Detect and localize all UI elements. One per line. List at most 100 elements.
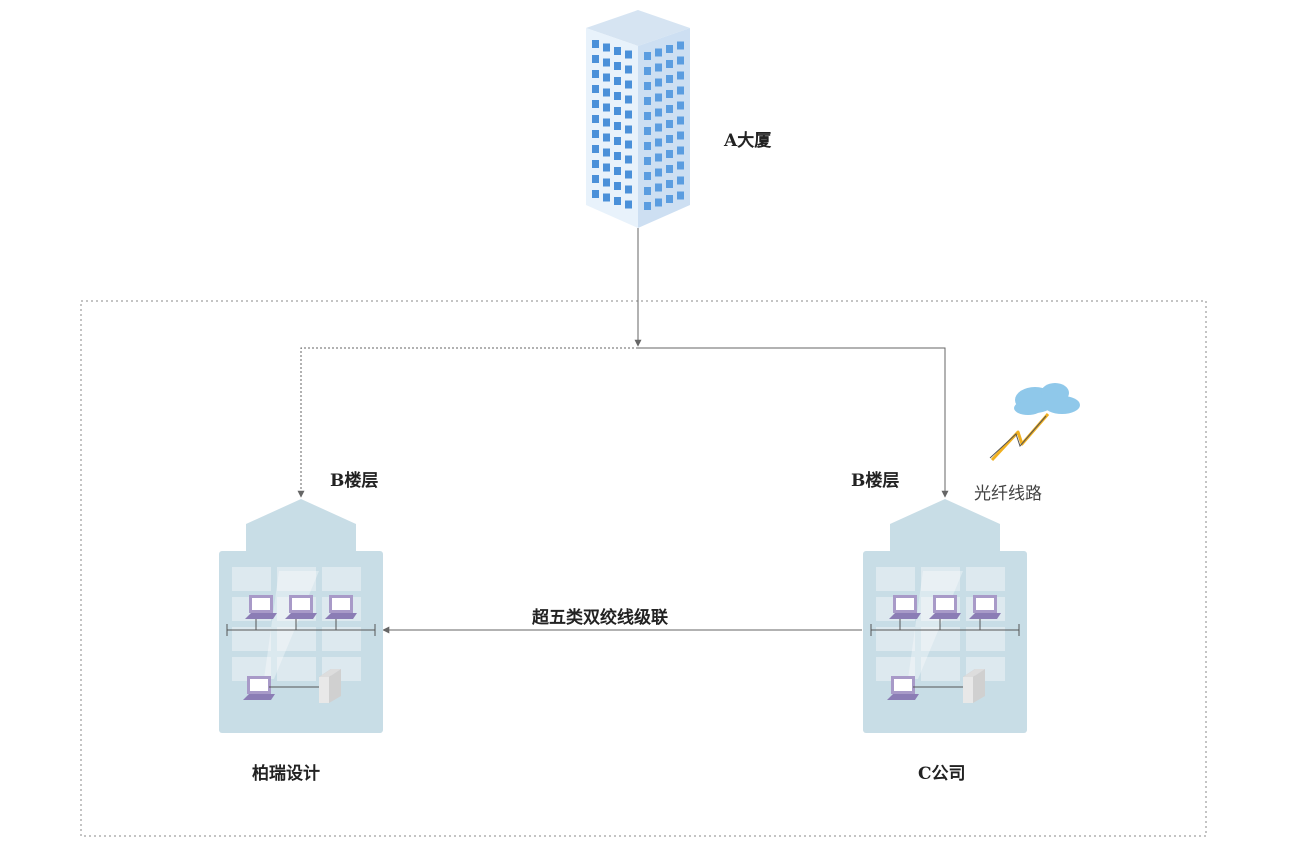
window-icon <box>592 85 599 93</box>
window-icon <box>625 155 632 164</box>
window-icon <box>666 90 673 98</box>
tower-building-icon <box>586 10 690 228</box>
window-icon <box>666 105 673 113</box>
window-icon <box>625 140 632 149</box>
window-icon <box>603 163 610 172</box>
window-icon <box>614 122 621 130</box>
window-icon <box>232 567 271 591</box>
window-icon <box>614 137 621 145</box>
window-icon <box>966 567 1005 591</box>
window-icon <box>614 107 621 115</box>
server-icon <box>319 669 341 703</box>
cloud-lightning-icon <box>989 383 1080 462</box>
window-icon <box>625 200 632 209</box>
window-icon <box>603 103 610 112</box>
window-icon <box>592 190 599 198</box>
window-icon <box>666 180 673 188</box>
computer-icon <box>325 595 357 619</box>
window-icon <box>277 627 316 651</box>
window-icon <box>666 45 673 53</box>
window-icon <box>677 176 684 185</box>
window-icon <box>644 112 651 120</box>
window-icon <box>625 65 632 74</box>
window-icon <box>614 77 621 85</box>
window-icon <box>603 88 610 97</box>
window-icon <box>625 95 632 104</box>
window-icon <box>625 185 632 194</box>
floor-label-right: B楼层 <box>851 471 900 491</box>
window-icon <box>592 175 599 183</box>
window-icon <box>592 145 599 153</box>
window-icon <box>655 168 662 177</box>
window-icon <box>592 40 599 48</box>
window-icon <box>644 172 651 180</box>
window-icon <box>603 133 610 142</box>
window-icon <box>625 125 632 134</box>
window-icon <box>666 75 673 83</box>
window-icon <box>644 52 651 60</box>
window-icon <box>921 657 960 681</box>
window-icon <box>655 78 662 87</box>
window-icon <box>603 178 610 187</box>
window-icon <box>666 195 673 203</box>
fiber-label: 光纤线路 <box>974 484 1042 504</box>
window-icon <box>625 110 632 119</box>
window-icon <box>592 130 599 138</box>
window-icon <box>614 152 621 160</box>
window-icon <box>655 198 662 207</box>
window-icon <box>655 108 662 117</box>
window-icon <box>625 80 632 89</box>
window-icon <box>603 148 610 157</box>
computer-icon <box>245 595 277 619</box>
window-icon <box>677 116 684 125</box>
window-icon <box>677 41 684 50</box>
window-icon <box>644 142 651 150</box>
window-icon <box>677 161 684 170</box>
window-icon <box>655 138 662 147</box>
window-icon <box>614 182 621 190</box>
office-label-right: C公司 <box>918 764 966 784</box>
window-icon <box>644 82 651 90</box>
window-icon <box>644 67 651 75</box>
window-icon <box>677 56 684 65</box>
window-icon <box>921 567 960 591</box>
window-icon <box>677 131 684 140</box>
floor-label-left: B楼层 <box>330 471 379 491</box>
window-icon <box>322 627 361 651</box>
window-icon <box>277 567 316 591</box>
server-icon <box>963 669 985 703</box>
window-icon <box>232 627 271 651</box>
window-icon <box>655 48 662 57</box>
window-icon <box>603 58 610 67</box>
computer-icon <box>887 676 919 700</box>
window-icon <box>592 160 599 168</box>
office-building-left-icon <box>219 499 383 733</box>
window-icon <box>655 183 662 192</box>
window-icon <box>644 127 651 135</box>
window-icon <box>614 47 621 55</box>
window-icon <box>677 101 684 110</box>
window-icon <box>677 191 684 200</box>
computer-icon <box>889 595 921 619</box>
window-icon <box>677 146 684 155</box>
window-icon <box>666 165 673 173</box>
computer-icon <box>285 595 317 619</box>
window-icon <box>277 657 316 681</box>
window-icon <box>625 50 632 59</box>
window-icon <box>625 170 632 179</box>
window-icon <box>666 60 673 68</box>
window-icon <box>655 63 662 72</box>
window-icon <box>614 92 621 100</box>
window-icon <box>603 73 610 82</box>
fiber-link-left-dotted <box>297 347 638 498</box>
window-icon <box>966 627 1005 651</box>
office-building-right-icon <box>863 499 1027 733</box>
window-icon <box>666 120 673 128</box>
window-icon <box>644 97 651 105</box>
window-icon <box>876 627 915 651</box>
window-icon <box>655 123 662 132</box>
window-icon <box>655 153 662 162</box>
window-icon <box>603 118 610 127</box>
window-icon <box>644 202 651 210</box>
window-icon <box>322 567 361 591</box>
